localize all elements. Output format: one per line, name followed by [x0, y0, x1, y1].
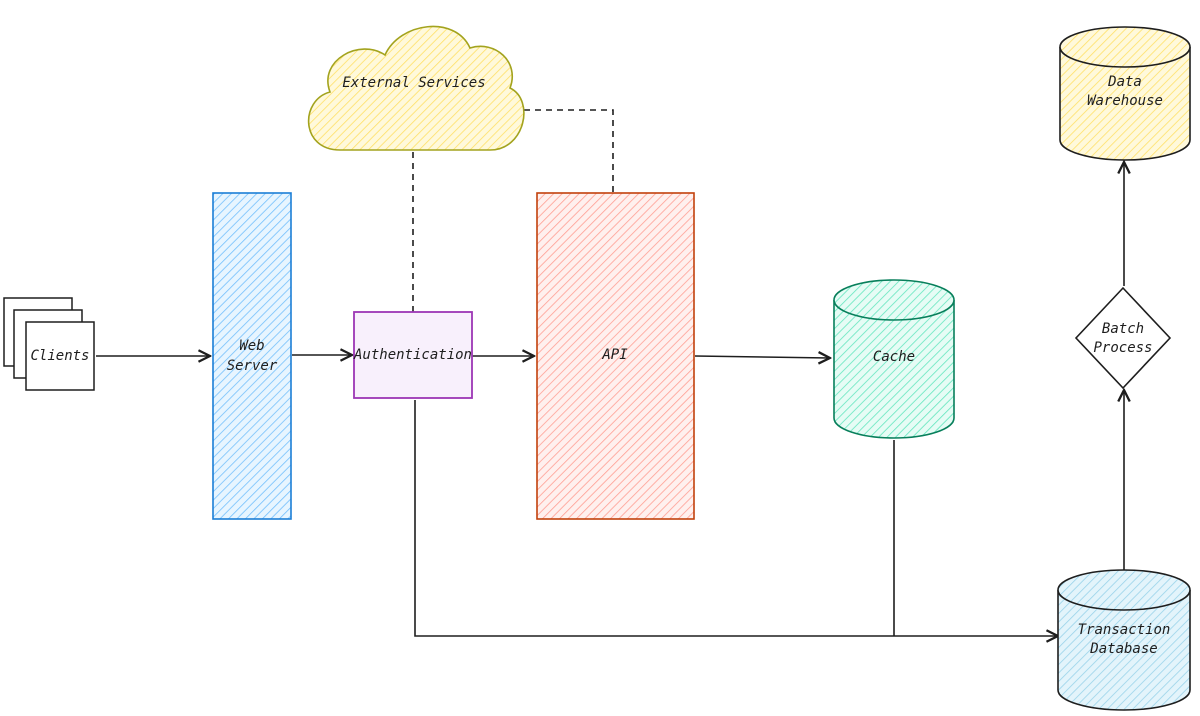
external-services-cloud — [307, 25, 525, 151]
web-server-label-line1: Web — [239, 338, 264, 354]
node-transaction-database[interactable]: Transaction Database — [1057, 569, 1191, 711]
node-api[interactable]: API — [536, 192, 695, 520]
transaction-database-body — [1057, 590, 1191, 711]
authentication-box — [353, 311, 473, 399]
node-cache[interactable]: Cache — [833, 279, 955, 439]
transaction-database-label-line1: Transaction — [1078, 622, 1171, 638]
batch-process-diamond — [1074, 286, 1172, 390]
data-warehouse-label-line2: Warehouse — [1087, 93, 1163, 109]
edges — [96, 109, 1124, 636]
cache-top — [833, 279, 955, 321]
data-warehouse-label-line1: Data — [1107, 74, 1142, 90]
transaction-database-label-line2: Database — [1089, 641, 1157, 657]
clients-label: Clients — [30, 348, 89, 364]
data-warehouse-body — [1059, 47, 1191, 161]
batch-process-label-line1: Batch — [1102, 321, 1144, 337]
external-services-label: External Services — [342, 75, 485, 91]
node-batch-process[interactable]: Batch Process — [1074, 286, 1172, 390]
node-web-server[interactable]: Web Server — [212, 192, 292, 520]
node-authentication[interactable]: Authentication — [353, 311, 473, 399]
batch-process-label-line2: Process — [1093, 340, 1152, 356]
node-clients[interactable]: Clients — [3, 297, 95, 391]
cache-label: Cache — [873, 349, 915, 365]
edge-api-cache — [694, 356, 830, 358]
node-external-services[interactable]: External Services — [307, 25, 525, 151]
edge-api-external-dashed — [520, 109, 614, 192]
edge-auth-transactiondb — [414, 400, 1058, 636]
clients-sheet-front — [25, 321, 95, 391]
web-server-box — [212, 192, 292, 520]
authentication-label: Authentication — [353, 347, 472, 363]
api-label: API — [601, 347, 628, 363]
cache-body — [833, 300, 955, 439]
api-box — [536, 192, 695, 520]
data-warehouse-top — [1059, 26, 1191, 68]
transaction-database-top — [1057, 569, 1191, 611]
web-server-label-line2: Server — [227, 358, 278, 374]
node-data-warehouse[interactable]: Data Warehouse — [1059, 26, 1191, 161]
